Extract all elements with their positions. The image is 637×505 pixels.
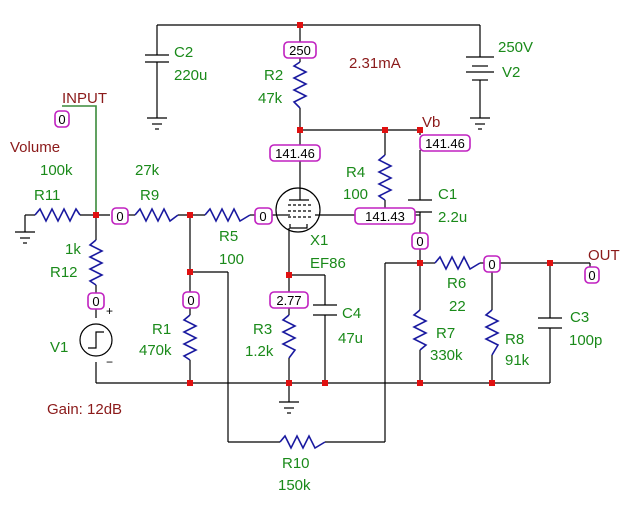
c4-name: C4 — [342, 305, 361, 322]
r1-name: R1 — [152, 321, 171, 338]
volume-label: Volume — [10, 139, 60, 156]
r11-name: R11 — [34, 187, 60, 204]
node-voltage-r1-top: 0 — [187, 293, 194, 308]
gain-label: Gain: 12dB — [47, 401, 122, 418]
v1-name: V1 — [50, 339, 68, 356]
r10-name: R10 — [282, 455, 310, 472]
r12-name: R12 — [50, 264, 78, 281]
node-voltage-out: 0 — [588, 268, 595, 283]
c1-name: C1 — [438, 186, 457, 203]
r9-name: R9 — [140, 187, 159, 204]
out-label: OUT — [588, 247, 620, 264]
node-voltage-tags: 250 141.46 141.46 141.43 0 0 0 0 0 2.77 … — [54, 41, 600, 310]
node-voltage-input: 0 — [58, 112, 65, 127]
node-voltage-c1-out: 0 — [416, 234, 423, 249]
c2-value: 220u — [174, 67, 207, 84]
x1-value: EF86 — [310, 255, 346, 272]
c3-name: C3 — [570, 309, 589, 326]
r8-value: 91k — [505, 352, 530, 369]
r3-value: 1.2k — [245, 343, 274, 360]
r12-value: 1k — [65, 241, 81, 258]
r9-value: 27k — [135, 162, 160, 179]
r7-name: R7 — [436, 325, 455, 342]
c1-value: 2.2u — [438, 209, 467, 226]
node-voltage-grid: 0 — [259, 209, 266, 224]
r1-value: 470k — [139, 342, 172, 359]
c2-name: C2 — [174, 44, 193, 61]
node-voltage-out-node: 0 — [488, 257, 495, 272]
node-voltage-supply: 250 — [289, 43, 311, 58]
node-voltage-v1-top: 0 — [92, 294, 99, 309]
c3-value: 100p — [569, 332, 602, 349]
node-voltage-plate: 141.46 — [275, 146, 315, 161]
pentode-tube-icon — [275, 185, 321, 235]
node-voltage-screen: 141.43 — [365, 209, 405, 224]
r4-name: R4 — [346, 164, 365, 181]
r2-value: 47k — [258, 90, 283, 107]
r4-value: 100 — [343, 186, 368, 203]
input-lead — [62, 105, 97, 215]
node-voltage-r9-left: 0 — [116, 209, 123, 224]
r10-value: 150k — [278, 477, 311, 494]
svg-text:+: + — [106, 304, 113, 318]
svg-text:−: − — [106, 355, 113, 369]
resistor-icon — [34, 61, 500, 450]
component-labels: C2 220u R2 47k 250V V2 100k R11 27k R9 R… — [34, 39, 602, 494]
capacitor-icon — [145, 54, 562, 329]
signal-source-icon: + − — [79, 304, 113, 369]
r7-value: 330k — [430, 347, 463, 364]
current-label: 2.31mA — [349, 55, 401, 72]
vb-label: Vb — [422, 114, 440, 131]
c4-value: 47u — [338, 330, 363, 347]
r11-value: 100k — [40, 162, 73, 179]
v2-name: V2 — [502, 64, 520, 81]
node-voltage-cathode: 2.77 — [276, 293, 301, 308]
x1-name: X1 — [310, 232, 328, 249]
r6-value: 22 — [449, 298, 466, 315]
v2-value: 250V — [498, 39, 533, 56]
r8-name: R8 — [505, 331, 524, 348]
junction-dots — [93, 22, 553, 386]
wires — [24, 24, 591, 443]
node-voltage-vb: 141.46 — [425, 136, 465, 151]
r6-name: R6 — [447, 275, 466, 292]
r2-name: R2 — [264, 67, 283, 84]
ground-icon — [15, 117, 490, 414]
r5-value: 100 — [219, 251, 244, 268]
battery-icon — [466, 56, 494, 81]
r5-name: R5 — [219, 228, 238, 245]
r3-name: R3 — [253, 321, 272, 338]
input-label: INPUT — [62, 90, 107, 107]
